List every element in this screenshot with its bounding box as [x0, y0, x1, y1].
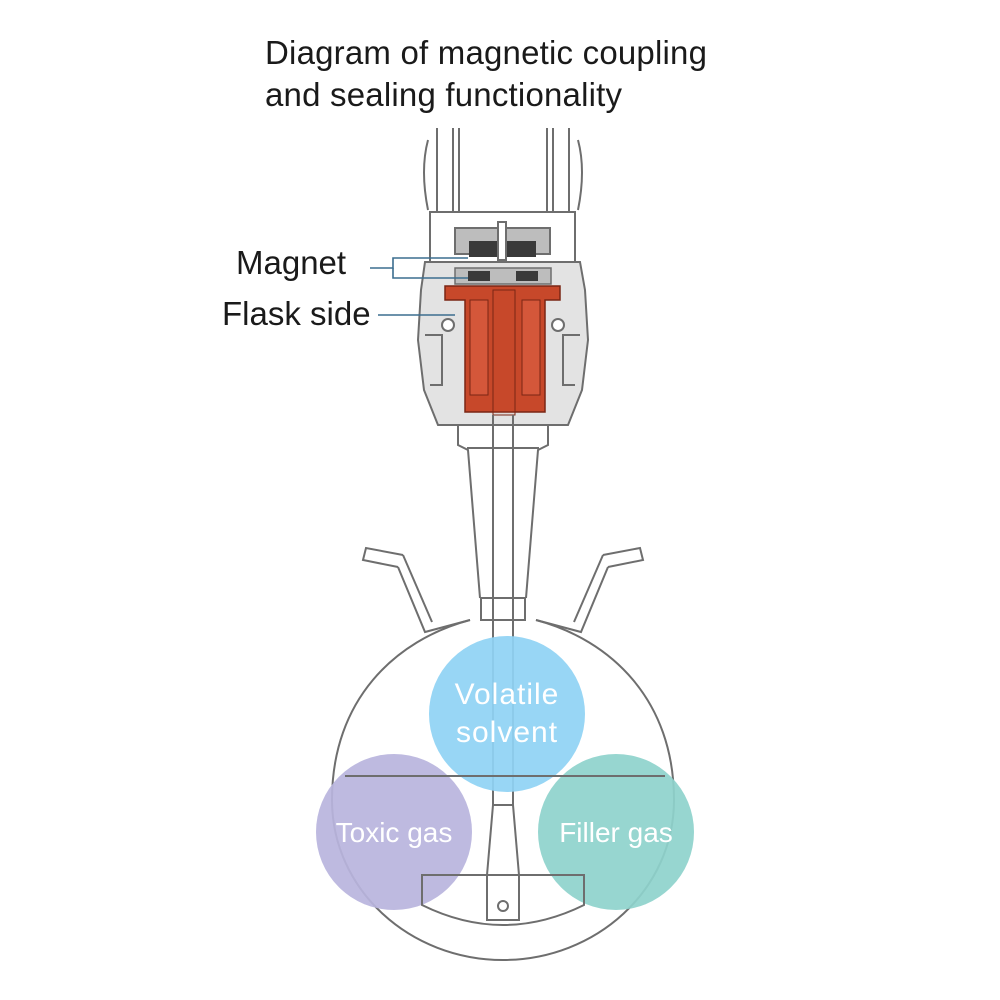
flask-side-label: Flask side: [222, 295, 371, 332]
circle-volatile: Volatile solvent: [429, 636, 585, 792]
volatile-line-1: Volatile: [455, 678, 560, 711]
flask-side-coupling: [444, 285, 561, 416]
magnet-pair: [454, 267, 552, 285]
upper-rods: [423, 128, 583, 216]
filler-line-1: Filler gas: [559, 817, 673, 848]
volatile-line-2: solvent: [456, 716, 558, 749]
title-line-1: Diagram of magnetic coupling: [265, 34, 708, 71]
stir-paddle: [345, 775, 665, 926]
leader-lines: [370, 257, 468, 316]
magnet-label: Magnet: [236, 244, 347, 281]
toxic-line-1: Toxic gas: [336, 817, 453, 848]
upper-housing: [429, 211, 576, 263]
title-line-2: and sealing functionality: [265, 76, 623, 113]
circle-toxic: Toxic gas: [316, 754, 472, 910]
three-neck-flask: [330, 546, 676, 962]
circle-filler: Filler gas: [538, 754, 694, 910]
